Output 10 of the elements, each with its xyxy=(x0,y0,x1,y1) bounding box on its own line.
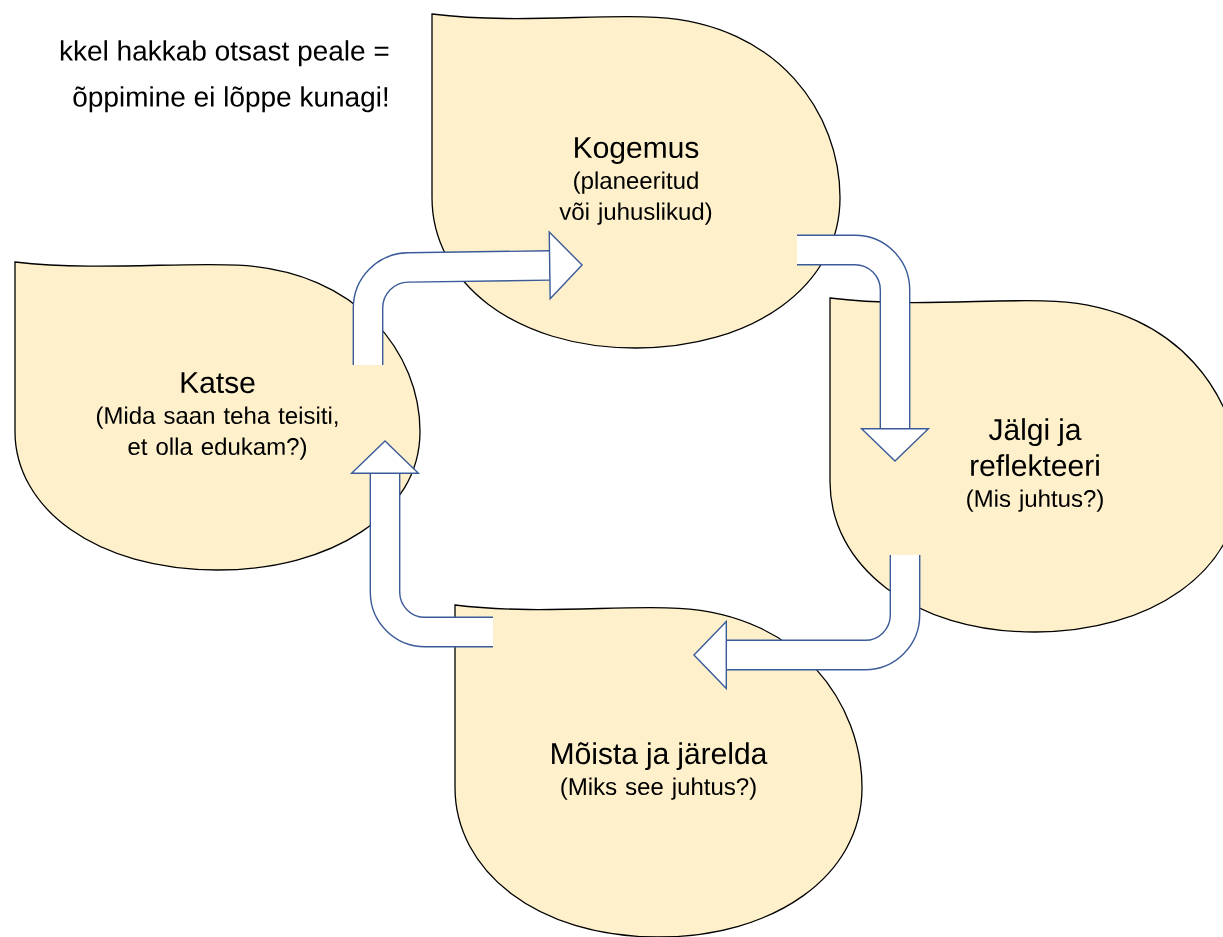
block-arrow xyxy=(693,555,921,691)
leaf-node: Jälgi ja reflekteeri (Mis juhtus?) xyxy=(829,297,1223,633)
note-text: õppimine ei lõppe kunagi! xyxy=(73,86,388,113)
leaf-node: Kogemus (planeeritud või juhuslikud) xyxy=(431,13,841,349)
block-arrow xyxy=(797,234,931,462)
block-arrow xyxy=(352,230,583,365)
leaf-node: Mõista ja järelda (Miks see juhtus?) xyxy=(454,604,863,937)
note-text: kkel hakkab otsast peale = xyxy=(60,40,389,67)
leaf-node: Katse (Mida saan teha teisiti, et olla edukam?) xyxy=(14,261,421,571)
block-arrow xyxy=(349,440,493,648)
